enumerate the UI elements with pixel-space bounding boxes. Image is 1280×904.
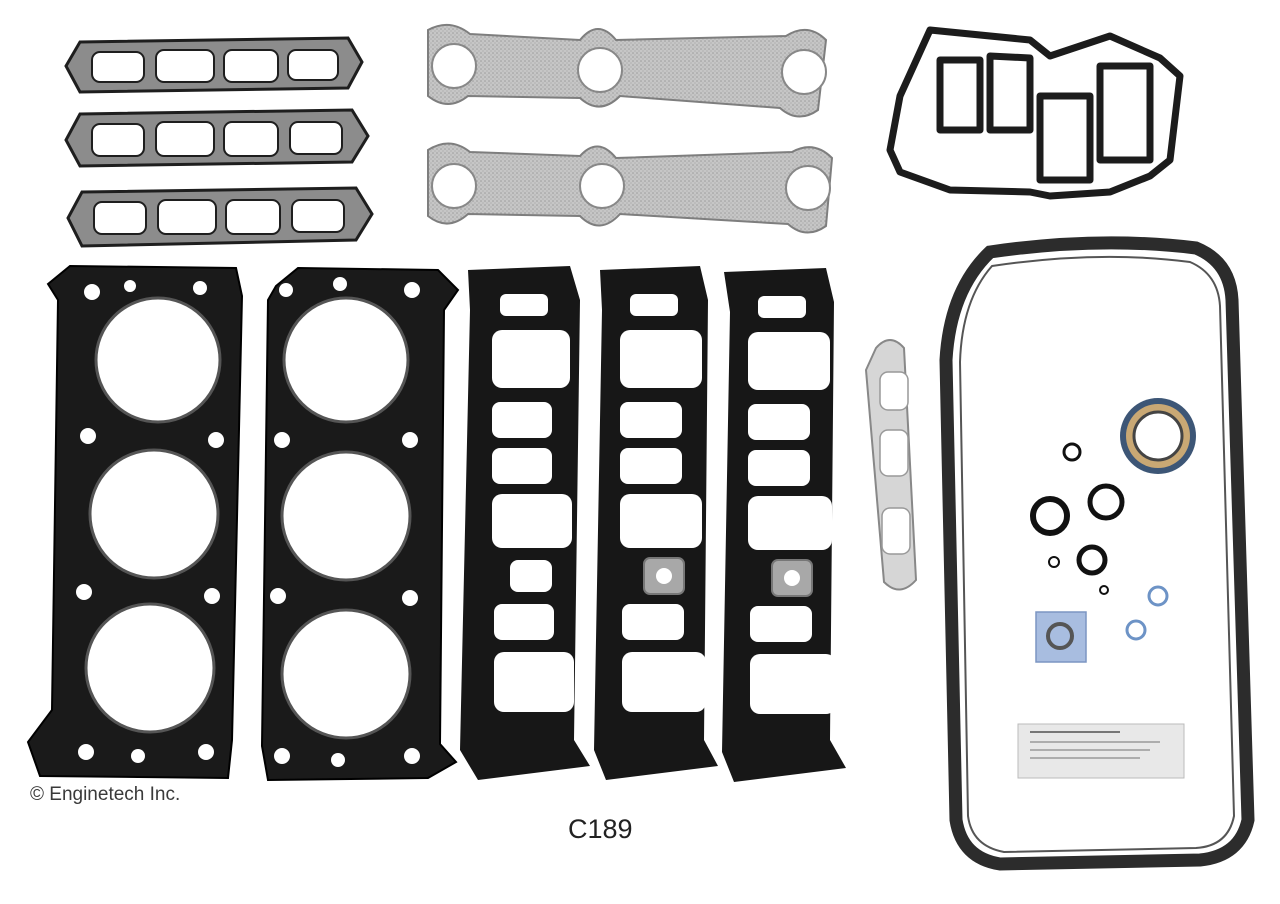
intake-gasket-1 [460, 266, 590, 780]
intake-gasket-2 [594, 266, 718, 780]
port-gasket-3 [66, 186, 374, 248]
part-number-label: C189 [568, 814, 633, 844]
o-rings [1030, 442, 1169, 641]
exhaust-gasket-bottom [427, 142, 834, 234]
port-gasket-2 [64, 108, 370, 168]
crank-seal [1120, 398, 1196, 474]
head-gasket-left [26, 264, 244, 780]
copyright-caption: © Enginetech Inc. [30, 784, 181, 805]
intake-gasket-3 [722, 268, 846, 782]
port-gasket-1 [64, 36, 364, 94]
fiber-gasket [864, 339, 918, 591]
plenum-gasket [886, 26, 1184, 200]
oil-pan-gasket [939, 236, 1255, 871]
sealant-packet [1017, 723, 1185, 779]
head-gasket-right [260, 266, 460, 782]
bagged-washer [1035, 611, 1087, 663]
exhaust-gasket-top [427, 23, 828, 118]
